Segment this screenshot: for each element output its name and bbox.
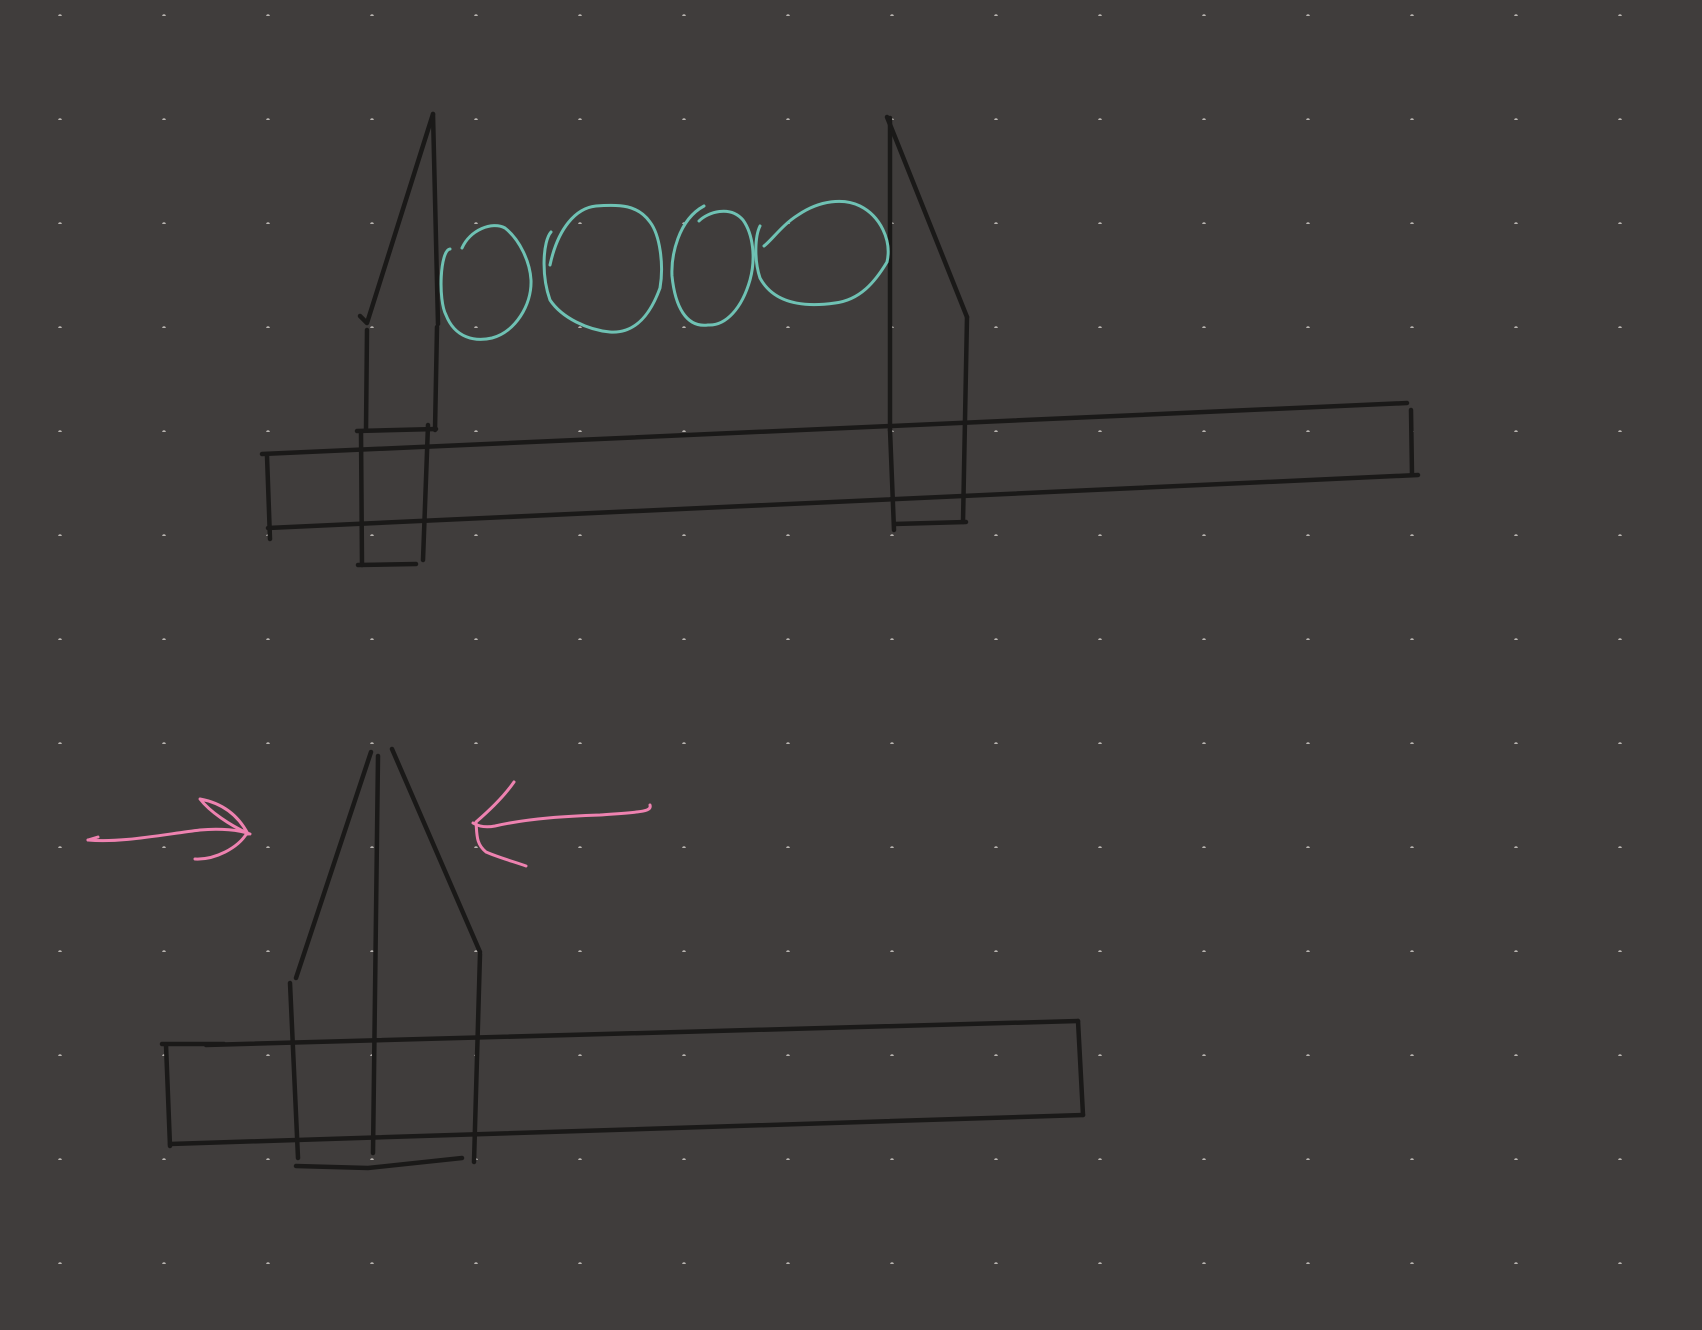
bead-2 — [542, 203, 664, 334]
top-left-jaw-stem-right — [432, 324, 440, 433]
bottom-left-stem — [287, 980, 301, 1161]
top-left-jaw-inner — [430, 111, 441, 327]
top-left-collar-left — [358, 429, 365, 568]
top-right-jaw-outer — [884, 114, 970, 320]
top-left-jaw-stem-left — [363, 327, 370, 433]
bottom-beam-bottom-edge — [167, 1112, 1086, 1147]
bottom-center-jaw-blade — [370, 753, 381, 1156]
bottom-right-stem — [471, 951, 483, 1165]
bottom-beam-top-edge — [159, 1018, 1081, 1048]
caliper-closed-sketch — [86, 746, 1086, 1171]
bead-4 — [754, 199, 890, 307]
top-left-jaw-collar-top — [354, 426, 439, 434]
arrow-right-shaft — [86, 827, 252, 843]
top-beam-left-end — [264, 453, 273, 542]
arrow-right-head — [193, 797, 250, 861]
top-right-jaw-stem — [960, 314, 970, 525]
top-right-collar-bottom — [891, 519, 969, 527]
bottom-left-jaw-outer — [293, 749, 374, 981]
bottom-right-jaw-outer — [389, 746, 483, 955]
bead-1 — [439, 224, 533, 341]
bottom-beam-left-end — [163, 1042, 173, 1149]
bottom-collar-base — [293, 1155, 465, 1171]
top-beam-top-edge — [259, 400, 1410, 457]
top-beam-bottom-edge — [265, 472, 1421, 531]
bottom-beam-right-end — [1075, 1018, 1086, 1118]
arrow-left-shaft — [471, 803, 652, 829]
top-left-jaw-outer — [357, 111, 436, 326]
arrow-left-head — [474, 780, 528, 868]
top-left-collar-right — [420, 422, 431, 563]
top-right-collar-left — [887, 427, 897, 533]
arrow-right-tick — [86, 835, 100, 842]
top-left-collar-bottom — [355, 561, 419, 568]
caliper-open-sketch — [259, 111, 1421, 568]
bead-3 — [670, 204, 755, 327]
top-beam-right-end — [1408, 407, 1415, 478]
